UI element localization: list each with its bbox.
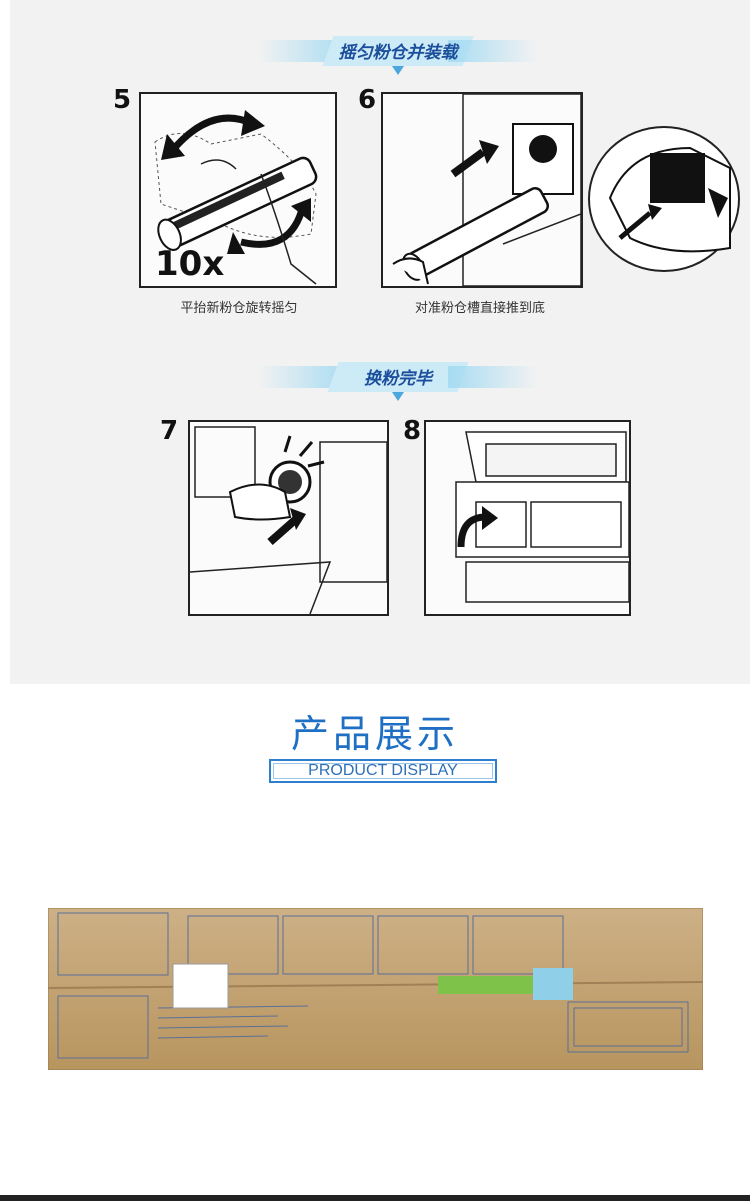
banner-complete: 换粉完毕: [258, 362, 538, 401]
banner-right-fade: [448, 366, 538, 388]
rotation-count-badge: 10x: [155, 244, 225, 284]
toner-box-drawing: [47, 907, 704, 1071]
step-5-caption: 平抬新粉仓旋转摇匀: [180, 301, 298, 316]
step-number-5: 5: [113, 85, 132, 115]
banner-shake-install: 摇匀粉仓并装载: [258, 36, 538, 75]
banner-right-fade: [448, 40, 538, 62]
banner-pointer: [392, 392, 404, 401]
banner-left-fade: [258, 366, 348, 388]
banner-label: 摇匀粉仓并装载: [338, 43, 458, 63]
lock-cartridge-drawing: [189, 426, 388, 615]
insert-cartridge-drawing: [392, 93, 582, 287]
product-box-image: [47, 907, 704, 1071]
step-6-caption: 对准粉仓槽直接推到底: [414, 301, 545, 316]
callout-detail-drawing: [608, 146, 731, 253]
step-6-zoom-callout: [588, 126, 740, 272]
section-subtitle: PRODUCT DISPLAY: [269, 759, 497, 783]
close-cover-drawing: [455, 431, 630, 603]
shake-cartridge-drawing: [154, 110, 318, 285]
banner-label: 换粉完毕: [364, 369, 432, 389]
step-6-illustration: [381, 92, 583, 288]
step-number-6: 6: [358, 85, 377, 115]
step-number-8: 8: [403, 416, 422, 446]
banner-pointer: [392, 66, 404, 75]
section-title: 产品展示: [290, 712, 459, 756]
step-5-illustration: 10x: [139, 92, 337, 288]
step-number-7: 7: [160, 416, 179, 446]
step-8-illustration: [424, 420, 631, 616]
bottom-divider: [0, 1195, 750, 1201]
step-7-illustration: [188, 420, 389, 616]
